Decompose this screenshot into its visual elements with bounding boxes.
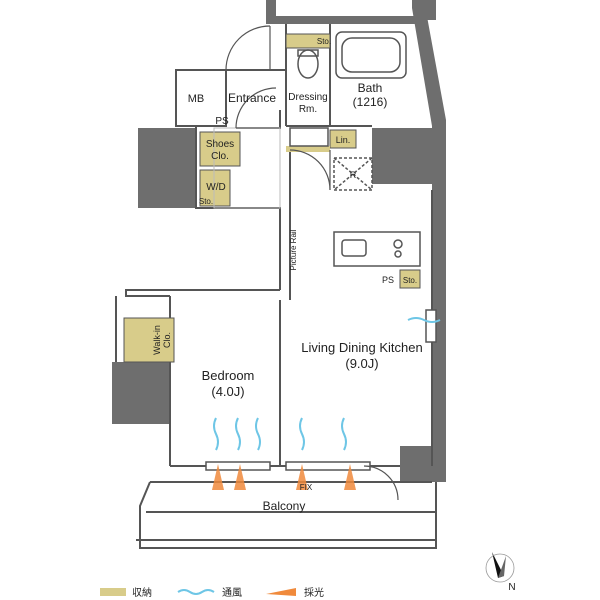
label-bedroom-1: Bedroom — [202, 368, 255, 383]
label-ps-kitchen: PS — [382, 275, 394, 285]
label-bedroom-2: (4.0J) — [211, 384, 244, 399]
label-shoes-1: Shoes — [206, 139, 234, 150]
sink — [341, 239, 367, 257]
label-bath-2: (1216) — [353, 95, 388, 109]
label-mb: MB — [188, 93, 205, 105]
label-shoes-2: Clo. — [211, 151, 229, 162]
legend-light-label: 採光 — [304, 586, 324, 599]
label-ldk-1: Living Dining Kitchen — [301, 340, 422, 355]
label-walkin-2: Clo. — [162, 332, 172, 348]
compass-needle-icon — [485, 552, 515, 583]
kitchen-counter — [333, 231, 421, 267]
legend-wind-label: 通風 — [222, 587, 242, 599]
legend: 収納 通風 採光 — [100, 586, 324, 599]
legend-storage-swatch — [100, 588, 126, 596]
label-sto-kitchen: Sto. — [403, 276, 417, 285]
column-right — [372, 128, 432, 184]
room-labels: MB Entrance Dressing Rm. Bath (1216) PS … — [152, 37, 423, 513]
legend-light-swatch — [266, 588, 296, 596]
compass-label: N — [508, 582, 515, 593]
door-swings — [225, 25, 399, 501]
label-ldk-2: (9.0J) — [345, 356, 378, 371]
storage-areas — [123, 33, 421, 363]
label-entrance: Entrance — [228, 91, 276, 105]
airflow-indicators — [213, 317, 441, 451]
label-lin: Lin. — [336, 135, 351, 145]
label-picture-rail: Picture Rail — [289, 229, 298, 270]
walls — [112, 0, 446, 482]
bathtub — [335, 31, 407, 79]
stove-burner — [393, 239, 403, 249]
compass: N — [485, 552, 516, 593]
label-r: R — [350, 170, 357, 180]
label-balcony: Balcony — [263, 499, 306, 513]
legend-wind-swatch — [177, 589, 215, 595]
toilet — [297, 49, 319, 79]
fixtures — [205, 31, 437, 471]
label-sto-wd: Sto. — [199, 197, 213, 206]
legend-storage-label: 収納 — [132, 586, 152, 599]
label-bath-1: Bath — [358, 81, 383, 95]
label-fix: FIX — [300, 483, 313, 492]
label-walkin-1: Walk-in — [152, 325, 162, 355]
label-sto-dressing: Sto. — [317, 37, 331, 46]
label-dressing-1: Dressing — [288, 92, 327, 103]
daylight-indicators — [212, 464, 356, 490]
label-wd: W/D — [206, 182, 225, 193]
washbasin — [289, 127, 329, 147]
label-dressing-2: Rm. — [299, 104, 317, 115]
column-bottom-left — [112, 362, 170, 424]
label-ps-entrance: PS — [215, 116, 229, 127]
column-top-left — [138, 128, 196, 208]
